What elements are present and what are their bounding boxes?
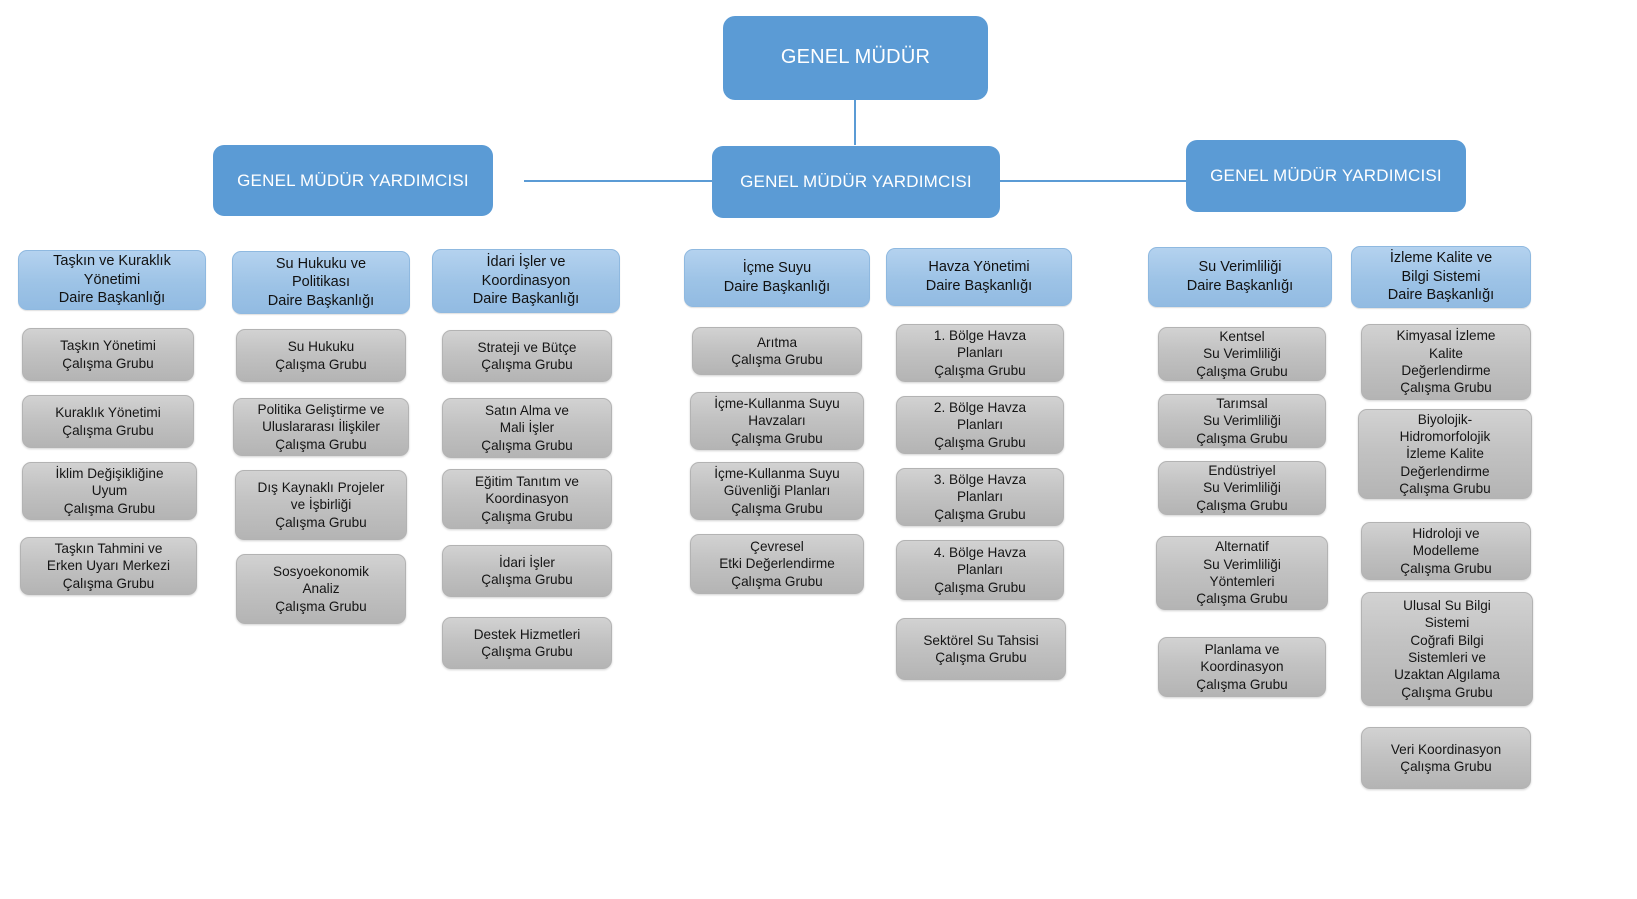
group-cevresel-etki-degerlendirme[interactable]: Çevresel Etki Değerlendirme Çalışma Grub… xyxy=(690,534,864,594)
group-icme-kullanma-suyu-guvenligi-planlari[interactable]: İçme-Kullanma Suyu Güvenliği Planları Ça… xyxy=(690,462,864,520)
group-strateji-butce[interactable]: Strateji ve Bütçe Çalışma Grubu xyxy=(442,330,612,382)
group-taskin-tahmini-erken-uyari[interactable]: Taşkın Tahmini ve Erken Uyarı Merkezi Ça… xyxy=(20,537,197,595)
group-tarimsal-su-verimliligi[interactable]: Tarımsal Su Verimliliği Çalışma Grubu xyxy=(1158,394,1326,448)
group-biyolojik-hidromorfolojik-izleme-kalite-degerlendirme[interactable]: Biyolojik- Hidromorfolojik İzleme Kalite… xyxy=(1358,409,1532,499)
group-kimyasal-izleme-kalite-degerlendirme[interactable]: Kimyasal İzleme Kalite Değerlendirme Çal… xyxy=(1361,324,1531,400)
node-genel-mudur[interactable]: GENEL MÜDÜR xyxy=(723,16,988,100)
connector-director-to-center-deputy xyxy=(854,99,856,145)
connector-center-to-right-deputy xyxy=(1000,180,1186,182)
group-egitim-tanitim-koordinasyon[interactable]: Eğitim Tanıtım ve Koordinasyon Çalışma G… xyxy=(442,469,612,529)
group-ulusal-su-bilgi-sistemi-cbs-uzaktan-algilama[interactable]: Ulusal Su Bilgi Sistemi Coğrafi Bilgi Si… xyxy=(1361,592,1533,706)
group-aritma[interactable]: Arıtma Çalışma Grubu xyxy=(692,327,862,375)
group-kuraklik-yonetimi[interactable]: Kuraklık Yönetimi Çalışma Grubu xyxy=(22,395,194,448)
dept-taskin-kuraklik[interactable]: Taşkın ve Kuraklık Yönetimi Daire Başkan… xyxy=(18,250,206,310)
dept-icme-suyu[interactable]: İçme Suyu Daire Başkanlığı xyxy=(684,249,870,307)
group-su-hukuku[interactable]: Su Hukuku Çalışma Grubu xyxy=(236,329,406,382)
group-2-bolge-havza-planlari[interactable]: 2. Bölge Havza Planları Çalışma Grubu xyxy=(896,396,1064,454)
connector-center-to-left-deputy xyxy=(524,180,712,182)
group-hidroloji-modelleme[interactable]: Hidroloji ve Modelleme Çalışma Grubu xyxy=(1361,522,1531,580)
group-taskin-yonetimi[interactable]: Taşkın Yönetimi Çalışma Grubu xyxy=(22,328,194,381)
node-genel-mudur-yardimcisi-left[interactable]: GENEL MÜDÜR YARDIMCISI xyxy=(213,145,493,216)
group-sektorel-su-tahsisi[interactable]: Sektörel Su Tahsisi Çalışma Grubu xyxy=(896,618,1066,680)
dept-izleme-kalite-bilgi-sistemi[interactable]: İzleme Kalite ve Bilgi Sistemi Daire Baş… xyxy=(1351,246,1531,308)
group-kentsel-su-verimliligi[interactable]: Kentsel Su Verimliliği Çalışma Grubu xyxy=(1158,327,1326,381)
group-dis-kaynakli-projeler-isbirligi[interactable]: Dış Kaynaklı Projeler ve İşbirliği Çalış… xyxy=(235,470,407,540)
group-endustriyel-su-verimliligi[interactable]: Endüstriyel Su Verimliliği Çalışma Grubu xyxy=(1158,461,1326,515)
node-genel-mudur-yardimcisi-center[interactable]: GENEL MÜDÜR YARDIMCISI xyxy=(712,146,1000,218)
group-idari-isler[interactable]: İdari İşler Çalışma Grubu xyxy=(442,545,612,597)
group-destek-hizmetleri[interactable]: Destek Hizmetleri Çalışma Grubu xyxy=(442,617,612,669)
dept-idari-isler-koordinasyon[interactable]: İdari İşler ve Koordinasyon Daire Başkan… xyxy=(432,249,620,313)
group-politika-gelistirme-uluslararasi-iliskiler[interactable]: Politika Geliştirme ve Uluslararası İliş… xyxy=(233,398,409,456)
group-alternatif-su-verimliligi-yontemleri[interactable]: Alternatif Su Verimliliği Yöntemleri Çal… xyxy=(1156,536,1328,610)
group-veri-koordinasyon[interactable]: Veri Koordinasyon Çalışma Grubu xyxy=(1361,727,1531,789)
group-3-bolge-havza-planlari[interactable]: 3. Bölge Havza Planları Çalışma Grubu xyxy=(896,468,1064,526)
group-planlama-koordinasyon[interactable]: Planlama ve Koordinasyon Çalışma Grubu xyxy=(1158,637,1326,697)
dept-su-verimliligi[interactable]: Su Verimliliği Daire Başkanlığı xyxy=(1148,247,1332,307)
group-1-bolge-havza-planlari[interactable]: 1. Bölge Havza Planları Çalışma Grubu xyxy=(896,324,1064,382)
group-iklim-degisikligine-uyum[interactable]: İklim Değişikliğine Uyum Çalışma Grubu xyxy=(22,462,197,520)
node-genel-mudur-yardimcisi-right[interactable]: GENEL MÜDÜR YARDIMCISI xyxy=(1186,140,1466,212)
group-icme-kullanma-suyu-havzalari[interactable]: İçme-Kullanma Suyu Havzaları Çalışma Gru… xyxy=(690,392,864,450)
dept-havza-yonetimi[interactable]: Havza Yönetimi Daire Başkanlığı xyxy=(886,248,1072,306)
group-4-bolge-havza-planlari[interactable]: 4. Bölge Havza Planları Çalışma Grubu xyxy=(896,540,1064,600)
dept-su-hukuku-politikasi[interactable]: Su Hukuku ve Politikası Daire Başkanlığı xyxy=(232,251,410,314)
group-sosyoekonomik-analiz[interactable]: Sosyoekonomik Analiz Çalışma Grubu xyxy=(236,554,406,624)
group-satin-alma-mali-isler[interactable]: Satın Alma ve Mali İşler Çalışma Grubu xyxy=(442,398,612,458)
